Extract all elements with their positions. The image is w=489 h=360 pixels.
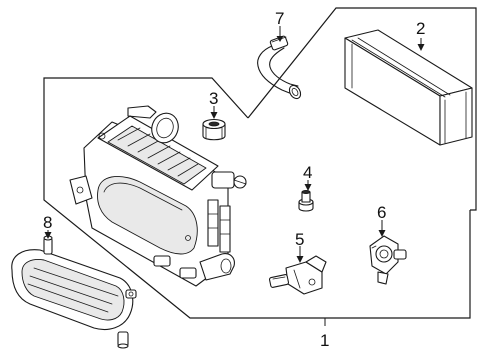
intake-duct <box>11 235 137 349</box>
leader-lines <box>44 26 425 326</box>
filter-element <box>344 29 473 146</box>
callout-4: 4 <box>303 163 312 182</box>
small-sensor-grommet <box>298 189 314 212</box>
assembly-frame-1 <box>43 77 471 319</box>
air-flow-sensor <box>268 255 327 295</box>
filter-box-frame <box>247 7 477 211</box>
breather-hose <box>257 35 302 100</box>
callout-1: 1 <box>320 331 329 350</box>
callout-7: 7 <box>275 9 284 28</box>
callout-6: 6 <box>377 203 386 222</box>
callout-8: 8 <box>43 213 52 232</box>
callout-2: 2 <box>416 19 425 38</box>
grommet <box>202 118 226 141</box>
callout-3: 3 <box>209 89 218 108</box>
callout-5: 5 <box>295 230 304 249</box>
air-cleaner-housing <box>69 105 247 287</box>
temperature-sensor <box>369 235 407 285</box>
